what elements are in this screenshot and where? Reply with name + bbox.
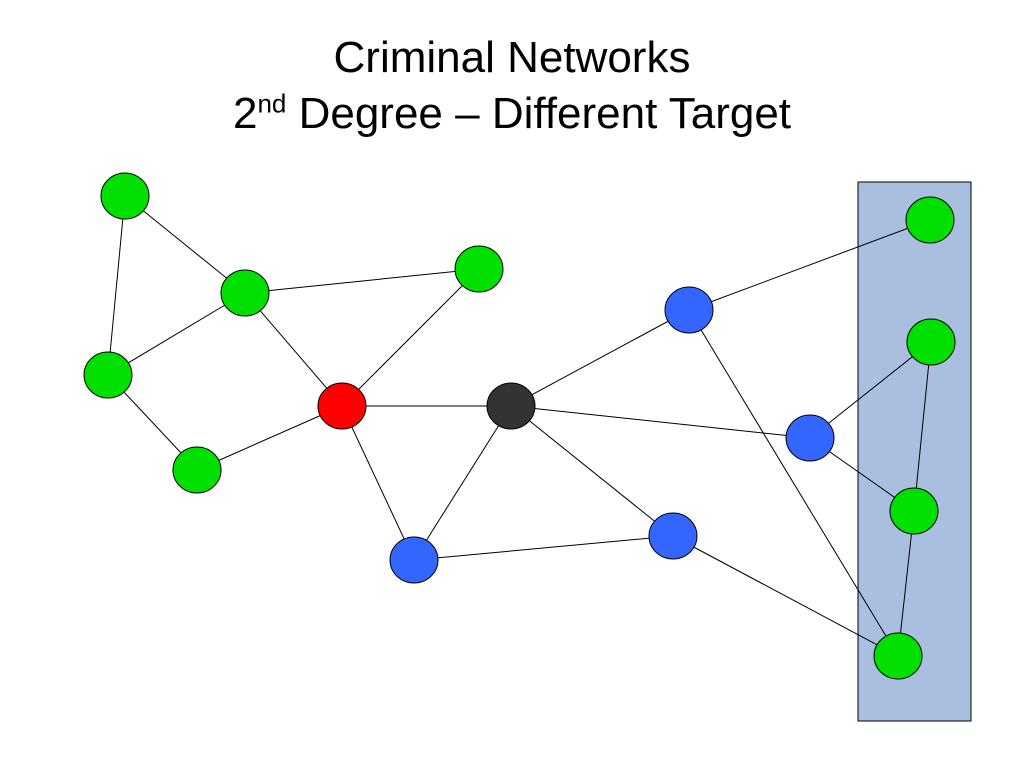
node-rg2 (906, 318, 956, 366)
node-black (486, 382, 536, 430)
edge-g3-red (341, 268, 480, 407)
edge-red-b3 (341, 405, 415, 561)
edge-b2-rg2 (809, 341, 932, 439)
edge-b1-rg4 (688, 309, 899, 657)
node-b4 (648, 512, 698, 560)
edges-group (107, 195, 932, 657)
node-g1 (100, 172, 150, 220)
edge-b4-rg4 (672, 535, 899, 657)
edge-rg2-rg3 (913, 341, 932, 512)
edge-g1-g4 (107, 195, 126, 376)
node-rg3 (889, 487, 939, 535)
edge-g2-g3 (244, 268, 480, 294)
title-line-1: Criminal Networks (333, 33, 691, 82)
title-line-2: 2nd Degree – Different Target (0, 86, 1024, 142)
node-red (317, 382, 367, 430)
title-line-2-text: Degree – Different Target (286, 89, 792, 138)
edge-black-b1 (510, 309, 690, 407)
node-g2 (220, 269, 270, 317)
edge-black-b3 (413, 405, 512, 561)
node-g3 (454, 245, 504, 293)
edge-black-b4 (510, 405, 674, 537)
title-degree-suffix: nd (257, 88, 287, 119)
node-g4 (83, 351, 133, 399)
node-rg4 (873, 632, 923, 680)
edge-black-b2 (510, 405, 811, 439)
node-b2 (785, 414, 835, 462)
target-highlight-box (857, 181, 972, 722)
node-g5 (172, 446, 222, 494)
title-degree-number: 2 (232, 89, 258, 138)
edge-g1-g2 (124, 195, 246, 294)
edge-g2-g4 (107, 292, 246, 376)
edge-b3-b4 (413, 535, 674, 561)
node-b1 (664, 286, 714, 334)
edge-rg3-rg4 (897, 510, 915, 657)
node-rg1 (905, 196, 955, 244)
node-b3 (389, 536, 439, 584)
slide-title: Criminal Networks 2nd Degree – Different… (0, 30, 1024, 142)
edge-b1-rg1 (688, 219, 931, 311)
edge-g5-red (196, 405, 343, 471)
nodes-group (83, 172, 956, 680)
edge-g2-red (244, 292, 343, 407)
